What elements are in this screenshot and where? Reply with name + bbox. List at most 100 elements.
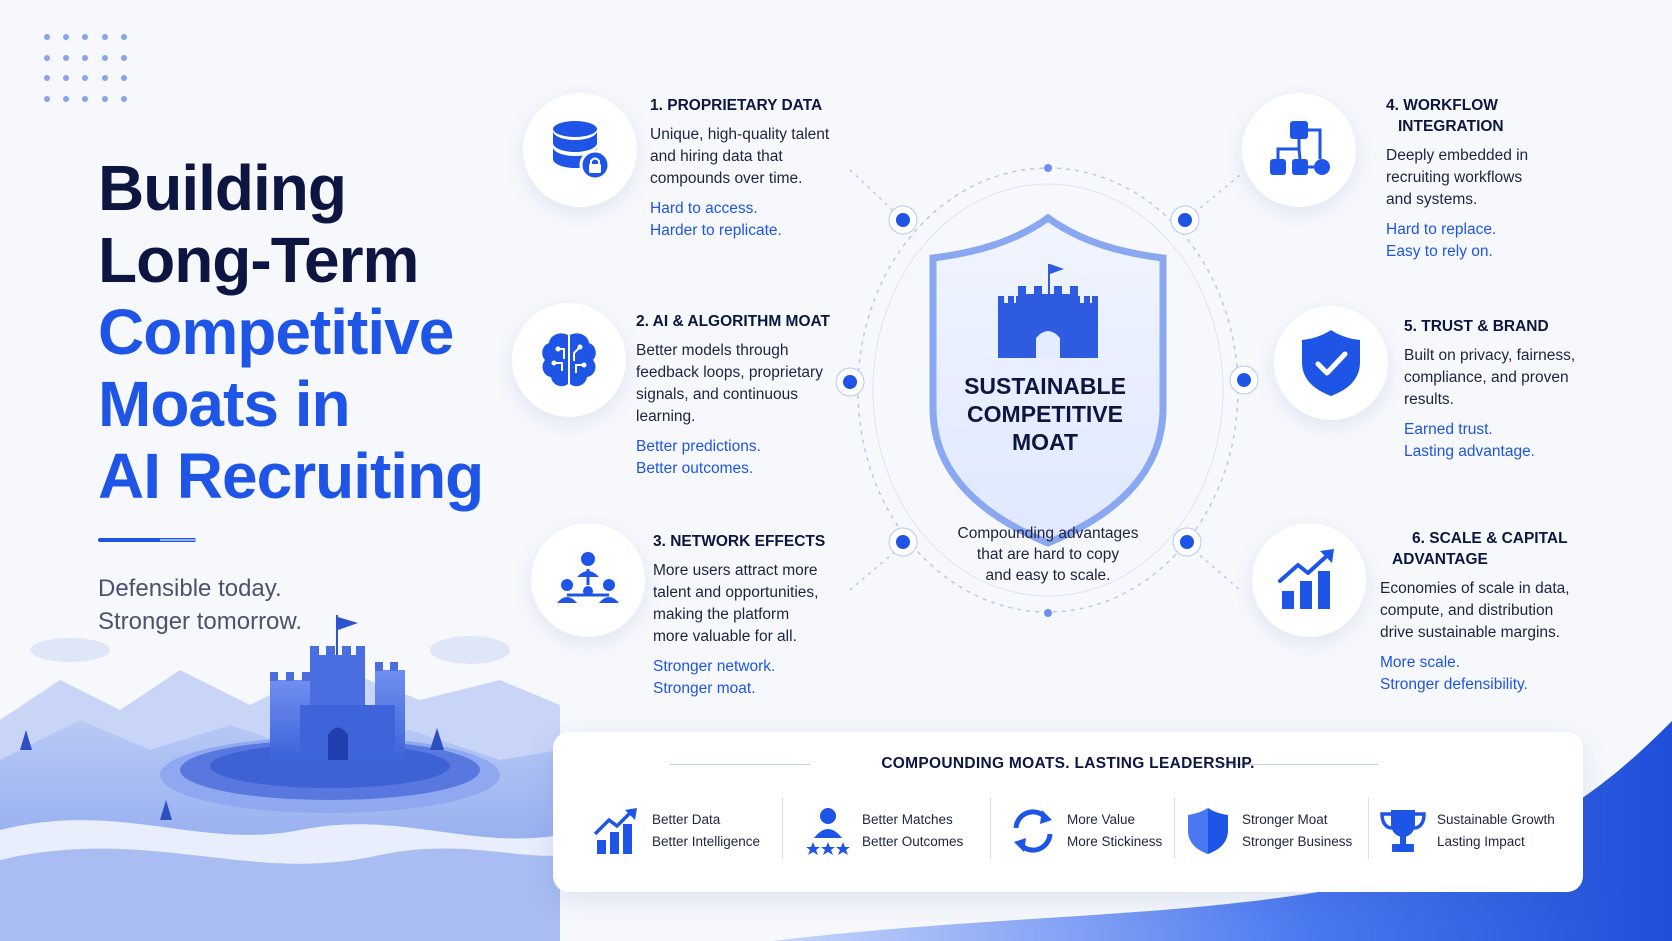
bar-growth-icon [590,803,646,859]
feature-description: More users attract more talent and oppor… [653,560,853,648]
panel-item-text: Better Matches Better Outcomes [862,809,963,853]
feature-workflow-integration: 4. WORKFLOW INTEGRATION Deeply embedded … [1386,95,1586,263]
title-line-3: Competitive [98,296,454,368]
trophy-icon [1375,803,1431,859]
title-line-5: AI Recruiting [98,440,484,512]
feature-description: Better models through feedback loops, pr… [636,340,856,428]
panel-item-line-2: More Stickiness [1067,834,1163,849]
tag-line: More scale. [1380,654,1461,671]
feature-title: 2. AI & ALGORITHM MOAT [636,313,831,330]
feature-tagline: Better predictions. Better outcomes. [636,436,856,480]
desc-line: recruiting workflows [1386,169,1523,186]
center-line-1: SUSTAINABLE [964,373,1126,399]
panel-item-growth: Sustainable Growth Lasting Impact [1375,800,1555,862]
feature-tagline: Stronger network. Stronger moat. [653,656,853,700]
tag-line: Lasting advantage. [1404,443,1535,460]
desc-line: compute, and distribution [1380,602,1554,619]
desc-line: Economies of scale in data, [1380,580,1570,597]
desc-line: making the platform [653,606,790,623]
panel-item-line-1: More Value [1067,812,1136,827]
feature-title-line-1: 4. WORKFLOW [1386,97,1498,114]
brain-circuit-icon [512,303,626,417]
desc-line: compounds over time. [650,170,803,187]
tag-line: Earned trust. [1404,421,1493,438]
tag-line: Hard to replace. [1386,221,1497,238]
shield-check-icon [1274,306,1388,420]
panel-item-line-1: Stronger Moat [1242,812,1328,827]
panel-item-moat: Stronger Moat Stronger Business [1180,800,1352,862]
feature-title-line-2: ADVANTAGE [1392,551,1488,568]
desc-line: drive sustainable margins. [1380,624,1561,641]
feature-tagline: Hard to replace. Easy to rely on. [1386,219,1586,263]
tag-line: Harder to replicate. [650,222,782,239]
panel-item-line-1: Better Data [652,812,721,827]
tag-line: Better outcomes. [636,460,754,477]
feature-proprietary-data: 1. PROPRIETARY DATA Unique, high-quality… [650,95,850,242]
feature-trust-brand: 5. TRUST & BRAND Built on privacy, fairn… [1404,316,1604,463]
feature-scale-capital: 6. SCALE & CAPITAL ADVANTAGE Economies o… [1380,528,1590,696]
desc-line: talent and opportunities, [653,584,819,601]
feature-description: Built on privacy, fairness, compliance, … [1404,345,1604,411]
desc-line: more valuable for all. [653,628,797,645]
panel-item-text: Stronger Moat Stronger Business [1242,809,1352,853]
feature-description: Unique, high-quality talent and hiring d… [650,124,850,190]
panel-item-matches: Better Matches Better Outcomes [800,800,963,862]
panel-item-line-2: Stronger Business [1242,834,1353,849]
panel-item-text: Sustainable Growth Lasting Impact [1437,809,1555,853]
feature-ai-algorithm-moat: 2. AI & ALGORITHM MOAT Better models thr… [636,311,856,480]
workflow-icon [1242,93,1356,207]
panel-item-line-2: Lasting Impact [1437,834,1525,849]
refresh-cycle-icon [1005,803,1061,859]
center-sub-1: Compounding advantages [957,525,1139,542]
feature-title: 3. NETWORK EFFECTS [653,533,826,550]
castle-landscape-illustration [0,615,560,941]
tagline-line-2: Stronger tomorrow. [98,608,303,635]
network-people-icon [531,523,645,637]
desc-line: Built on privacy, fairness, [1404,347,1576,364]
feature-description: Economies of scale in data, compute, and… [1380,578,1590,644]
shield-icon [1180,803,1236,859]
title-line-2: Long-Term [98,224,419,296]
tag-line: Hard to access. [650,200,758,217]
desc-line: feedback loops, proprietary [636,364,823,381]
center-moat-subtitle: Compounding advantages that are hard to … [938,523,1158,586]
desc-line: and hiring data that [650,148,783,165]
panel-divider [1174,797,1175,859]
tag-line: Stronger defensibility. [1380,676,1528,693]
desc-line: signals, and continuous [636,386,799,403]
panel-item-line-1: Sustainable Growth [1437,812,1555,827]
desc-line: compliance, and proven [1404,369,1569,386]
title-underline-accent [160,539,196,541]
title-line-1: Building [98,152,347,224]
tag-line: Stronger network. [653,658,776,675]
panel-heading-rule-left [670,764,810,765]
panel-divider [782,797,783,859]
panel-divider [990,797,991,859]
person-stars-icon [800,803,856,859]
tag-line: Better predictions. [636,438,761,455]
center-sub-2: that are hard to copy [976,546,1120,563]
center-line-3: MOAT [1011,429,1078,455]
feature-tagline: Hard to access. Harder to replicate. [650,198,850,242]
feature-title-line-2: INTEGRATION [1398,118,1504,135]
feature-tagline: Earned trust. Lasting advantage. [1404,419,1604,463]
panel-item-data: Better Data Better Intelligence [590,800,760,862]
panel-item-text: Better Data Better Intelligence [652,809,760,853]
page-title: Building Long-Term Competitive Moats in … [98,152,484,512]
desc-line: and systems. [1386,191,1478,208]
panel-heading-rule-right [1218,764,1378,765]
panel-item-line-1: Better Matches [862,812,953,827]
tag-line: Easy to rely on. [1386,243,1493,260]
feature-network-effects: 3. NETWORK EFFECTS More users attract mo… [653,531,853,700]
desc-line: Better models through [636,342,789,359]
desc-line: learning. [636,408,696,425]
tag-line: Stronger moat. [653,680,756,697]
feature-tagline: More scale. Stronger defensibility. [1380,652,1590,696]
desc-line: More users attract more [653,562,818,579]
panel-item-value: More Value More Stickiness [1005,800,1162,862]
growth-chart-icon [1252,523,1366,637]
feature-title-line-1: 6. SCALE & CAPITAL [1412,530,1568,547]
center-moat-title: SUSTAINABLE COMPETITIVE MOAT [920,372,1170,456]
decorative-dots [44,34,140,104]
